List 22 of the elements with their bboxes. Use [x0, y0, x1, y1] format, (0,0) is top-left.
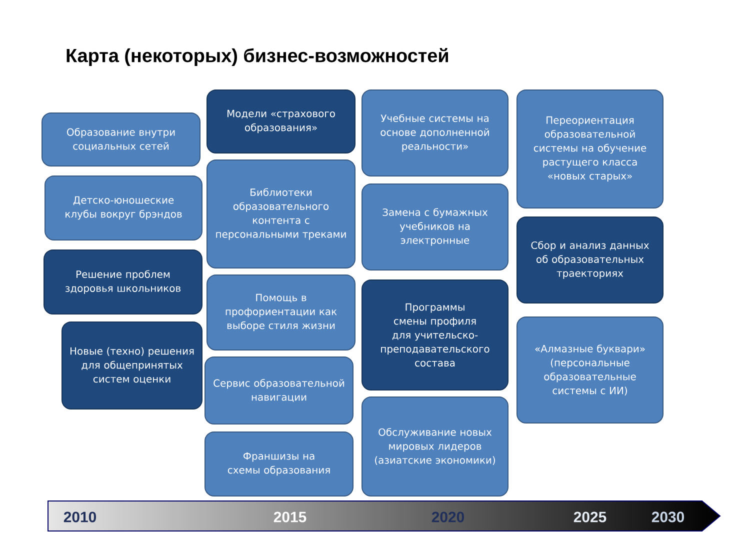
year-label: 2010 — [64, 512, 96, 522]
title: Карта (некоторых) бизнес-возможностей — [66, 48, 448, 66]
opportunity-box: Детско-юношеские клубы вокруг брэндов — [44, 176, 202, 240]
opportunity-box: Обслуживание новых мировых лидеров (азиатские экономики) — [362, 396, 508, 496]
year-label: 2025 — [574, 512, 606, 522]
opportunity-box: Решение проблем здоровья школьников — [44, 250, 202, 314]
year-label: 2015 — [274, 512, 306, 522]
opportunity-box: Переориентация образовательной системы на обучение растущего класса «новых старых» — [516, 90, 664, 208]
opportunity-box: Франшизы на схемы образования — [204, 432, 354, 496]
opportunity-box: Новые (техно) решения для общепринятых систем оценки — [62, 322, 202, 410]
opportunity-box: Помощь в профориентации как выборе стиля жизни — [206, 274, 356, 350]
opportunity-box: «Алмазные буквари» (персональные образовательные системы с ИИ) — [516, 316, 664, 424]
opportunity-box: Библиотеки образовательного контента с персональными треками — [206, 160, 356, 268]
opportunity-box: Учебные системы на основе дополненной реальности» — [362, 90, 508, 176]
year-label: 2030 — [652, 512, 684, 522]
opportunity-box: Образование внутри социальных сетей — [42, 112, 200, 166]
opportunity-box: Программы смены профиля для учительско-преподавательского состава — [362, 280, 508, 390]
opportunity-box: Замена с бумажных учебников на электронные — [362, 184, 508, 270]
opportunity-box: Сервис образовательной навигации — [204, 356, 354, 424]
opportunity-box: Сбор и анализ данных об образовательных траекториях — [516, 216, 664, 304]
opportunity-box: Модели «страхового образования» — [206, 90, 356, 154]
year-label: 2020 — [432, 512, 464, 522]
